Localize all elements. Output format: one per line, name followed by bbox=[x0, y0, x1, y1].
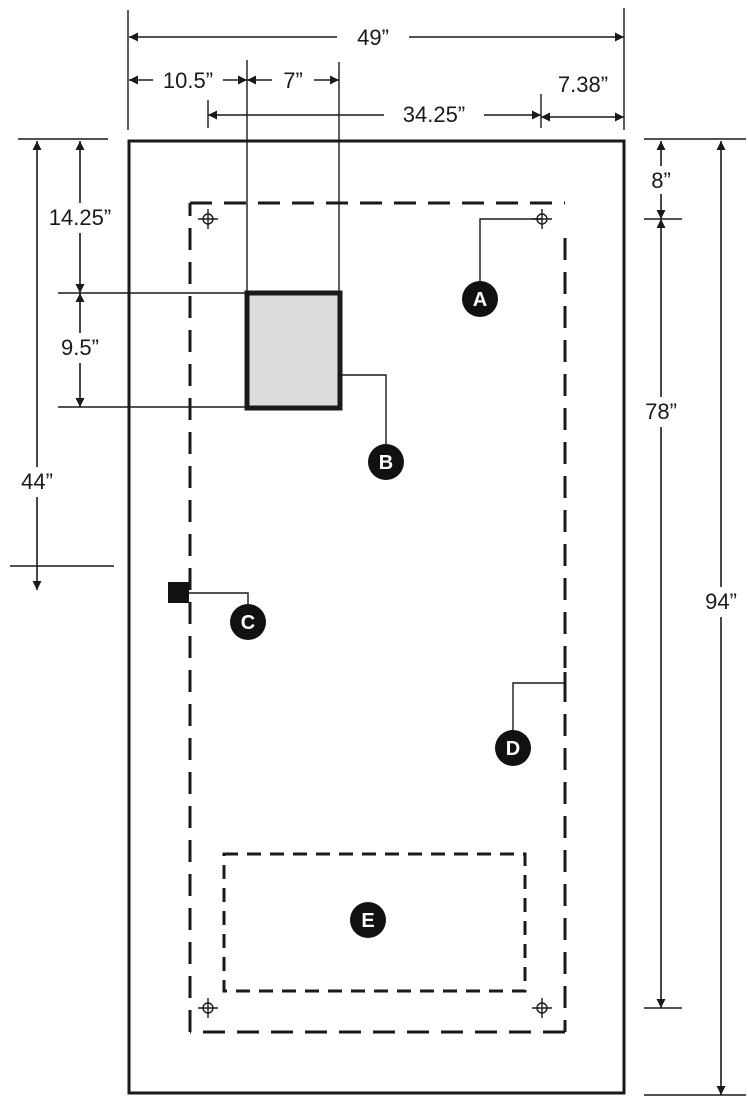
dim-c-offset: 44” bbox=[10, 141, 66, 590]
component-b-box bbox=[244, 290, 343, 411]
callout-d: D bbox=[495, 730, 531, 766]
mounting-hole-icon bbox=[198, 998, 218, 1018]
callout-b: B bbox=[368, 444, 404, 480]
dim-overall-width-label: 49” bbox=[357, 25, 389, 50]
dim-left-offset: 10.5” bbox=[129, 66, 247, 94]
dim-box-width: 7” bbox=[247, 66, 339, 94]
callout-e-label: E bbox=[361, 910, 374, 932]
callout-d-label: D bbox=[506, 738, 520, 760]
callout-a-label: A bbox=[473, 289, 487, 311]
dashed-boundary bbox=[188, 201, 567, 1034]
region-e-outline bbox=[222, 852, 527, 993]
dim-overall-height: 94” bbox=[694, 141, 748, 1095]
callout-a: A bbox=[462, 281, 498, 317]
dim-hole-span-width: 34.25” bbox=[208, 100, 541, 128]
callout-e: E bbox=[350, 902, 386, 938]
dim-box-top-offset-label: 14.25” bbox=[49, 205, 111, 230]
leader-c bbox=[189, 592, 249, 605]
extension-lines-left bbox=[10, 138, 247, 567]
dim-box-top-offset: 14.25” bbox=[36, 141, 124, 293]
dim-top-hole-offset-label: 8” bbox=[651, 168, 671, 193]
dim-hole-span-height-label: 78” bbox=[645, 399, 677, 424]
component-c-square bbox=[168, 582, 189, 603]
dim-overall-width: 49” bbox=[129, 24, 624, 52]
dim-box-width-label: 7” bbox=[283, 68, 303, 93]
panel-outline bbox=[127, 139, 626, 1095]
dim-right-offset: 7.38” bbox=[541, 72, 624, 122]
dim-right-offset-label: 7.38” bbox=[558, 72, 608, 97]
dim-box-height-label: 9.5” bbox=[61, 335, 99, 360]
dim-overall-height-label: 94” bbox=[705, 589, 737, 614]
dim-hole-span-width-label: 34.25” bbox=[403, 102, 465, 127]
leader-b bbox=[340, 374, 387, 448]
callout-c-label: C bbox=[241, 612, 255, 634]
leader-a bbox=[479, 218, 542, 282]
mounting-hole-icon bbox=[198, 209, 218, 229]
mounting-hole-icon bbox=[532, 998, 552, 1018]
callout-b-label: B bbox=[379, 452, 393, 474]
dim-box-height: 9.5” bbox=[44, 293, 116, 407]
dim-hole-span-height: 78” bbox=[636, 219, 688, 1008]
dim-top-hole-offset: 8” bbox=[642, 141, 680, 219]
leader-d bbox=[512, 682, 565, 731]
dim-left-offset-label: 10.5” bbox=[163, 68, 213, 93]
dim-c-offset-label: 44” bbox=[21, 469, 53, 494]
callout-c: C bbox=[230, 604, 266, 640]
